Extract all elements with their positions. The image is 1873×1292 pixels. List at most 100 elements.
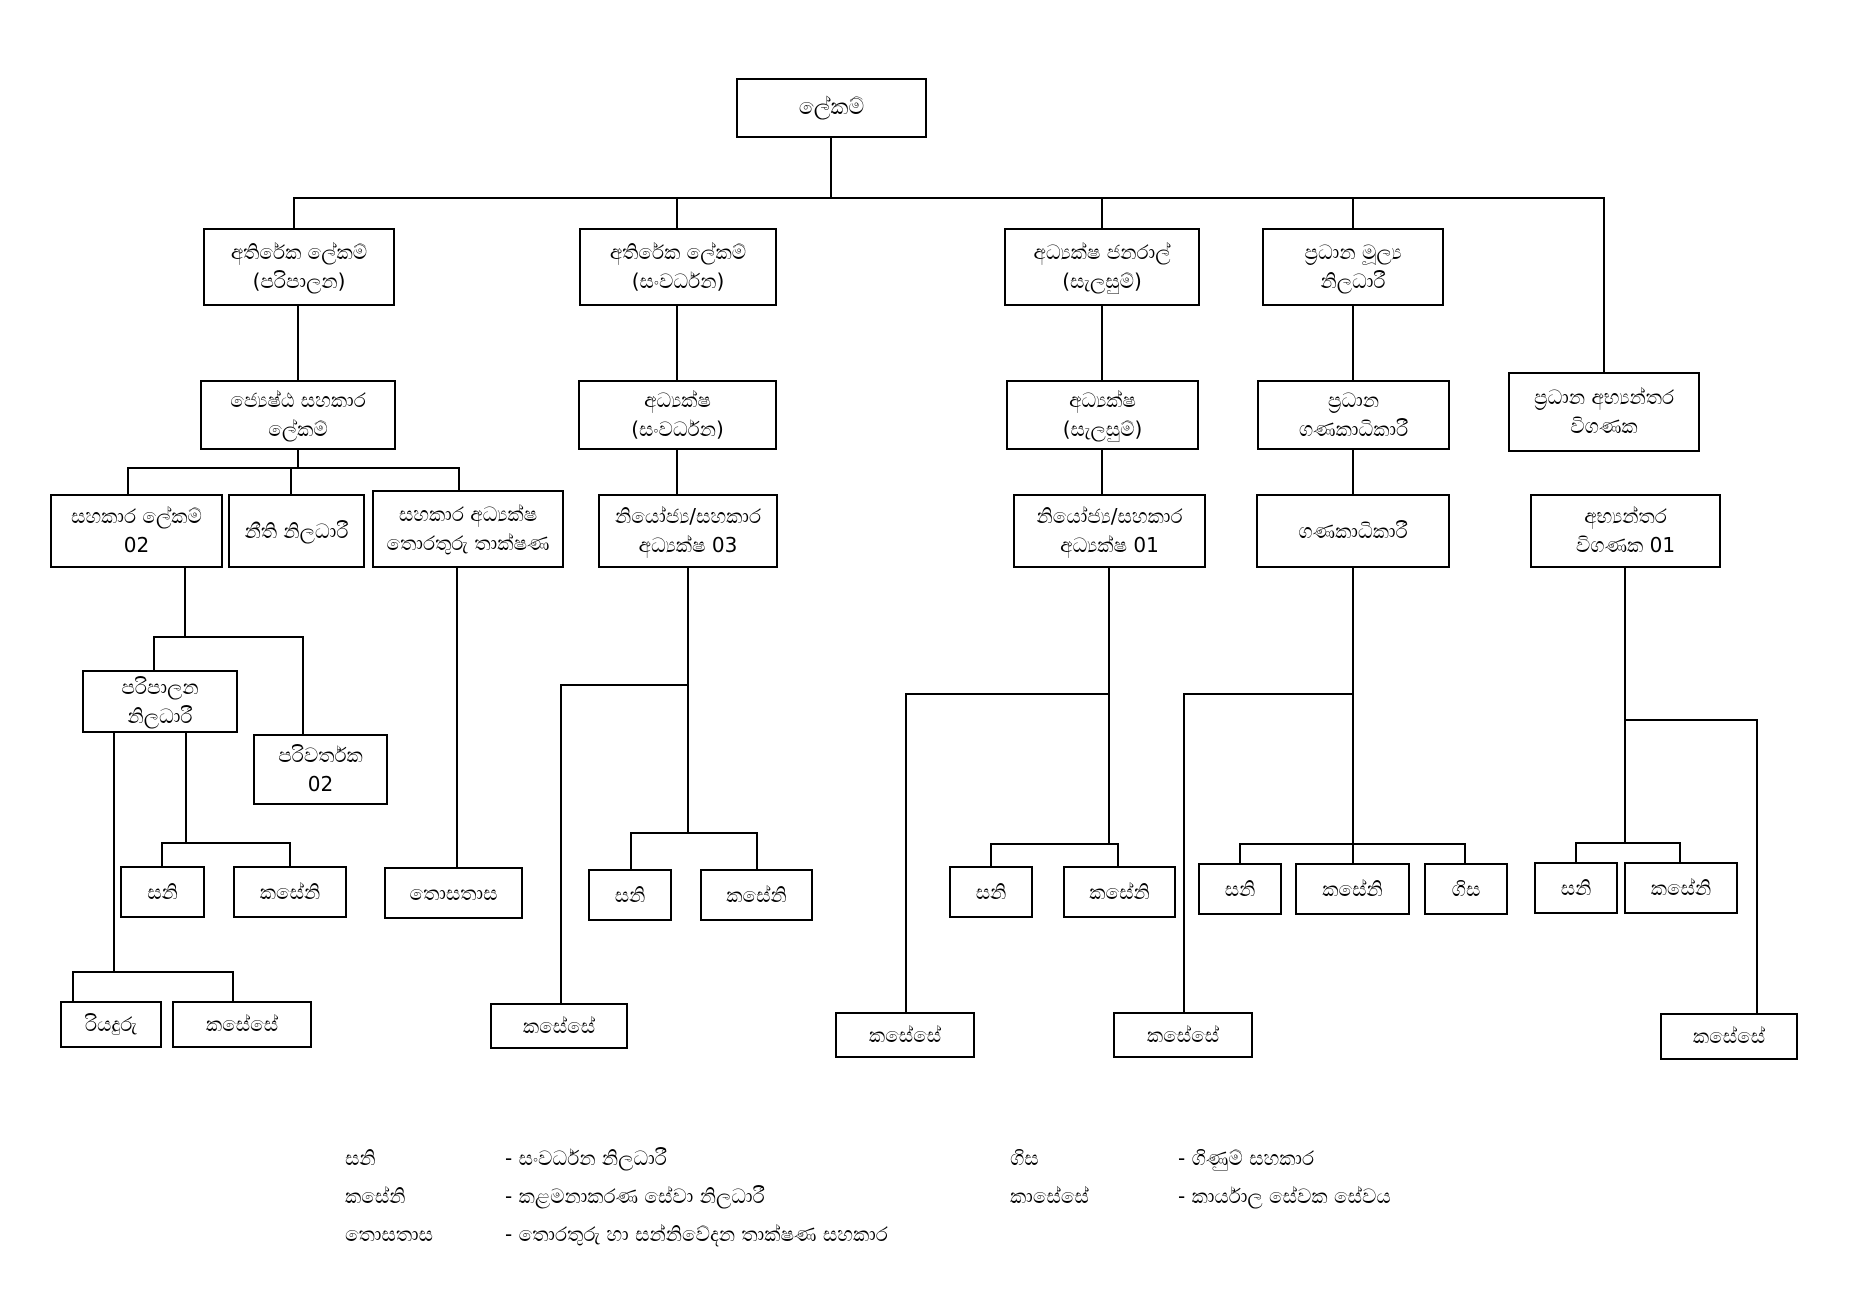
connector-line	[113, 733, 115, 971]
box-label: ගණකාධිකාරී	[1298, 417, 1409, 441]
box-label: නියෝජ්‍ය/සහකාර	[614, 504, 762, 528]
connector-line	[560, 684, 562, 1003]
connector-line	[990, 843, 992, 866]
node-kasese-admin: කසේසේ	[172, 1001, 312, 1048]
connector-line	[458, 467, 460, 490]
box-label: නිලධාරී	[127, 703, 193, 728]
connector-line	[1352, 306, 1354, 380]
connector-line	[153, 636, 155, 670]
box-label: තොසතාස	[409, 880, 498, 905]
connector-line	[1464, 843, 1466, 863]
box-label: විගණක 01	[1575, 533, 1676, 557]
box-label: ගිස	[1451, 876, 1481, 901]
connector-line	[1117, 843, 1119, 866]
connector-line	[161, 842, 291, 844]
connector-line	[1603, 197, 1605, 372]
box-label: ජ්‍යෙෂ්ඨ සහකාර	[230, 388, 366, 412]
connector-line	[1756, 719, 1758, 1013]
connector-line	[1352, 568, 1354, 843]
legend-definition: - කළමනාකරණ සේවා නිලධාරී	[505, 1184, 765, 1208]
box-label: කසේනි	[726, 882, 787, 907]
box-label: තොරතුරු තාක්ෂණ	[386, 531, 550, 555]
connector-line	[630, 832, 632, 869]
connector-line	[560, 684, 689, 686]
connector-line	[676, 197, 678, 228]
node-kasese-planning: කසේසේ	[835, 1012, 975, 1058]
node-kasese-accounts: කසේසේ	[1113, 1012, 1253, 1058]
box-label: සහකාර අධ්‍යක්ෂ	[398, 502, 538, 526]
box-label: කසේනි	[259, 879, 321, 904]
connector-line	[232, 971, 234, 1001]
legend-definition: - ගිණුම් සහකාර	[1178, 1146, 1315, 1170]
node-addl-secretary-admin: අතිරේක ලේකම් (පරිපාලන)	[203, 228, 395, 306]
connector-line	[1352, 450, 1354, 494]
connector-line	[1101, 197, 1103, 228]
node-gisa: ගිස	[1424, 863, 1508, 915]
box-label: අධ්‍යක්ෂ ජනරාල්	[1033, 240, 1171, 264]
legend-definition: - කාර්යාල සේවක සේවය	[1178, 1184, 1391, 1208]
box-label: අධ්‍යක්ෂ	[1069, 388, 1136, 412]
box-label: කසේසේ	[1146, 1022, 1220, 1047]
box-label: කසේනි	[1650, 875, 1712, 900]
legend-definition: - තොරතුරු හා සන්නිවේදන තාක්ෂණ සහකාර	[505, 1222, 888, 1246]
legend-term: සනි	[345, 1146, 376, 1170]
node-accountant: ගණකාධිකාරී	[1256, 494, 1450, 568]
box-label: නියෝජ්‍ය/සහකාර	[1036, 504, 1183, 528]
connector-line	[297, 306, 299, 380]
connector-line	[72, 971, 74, 1001]
connector-line	[293, 197, 295, 228]
box-label: අධ්‍යක්ෂ 03	[638, 533, 738, 557]
connector-line	[990, 843, 1119, 845]
node-chief-accountant: ප්‍රධාන ගණකාධිකාරී	[1257, 380, 1450, 450]
node-kaseni-planning: කසේනි	[1063, 866, 1176, 918]
connector-line	[1183, 693, 1354, 695]
box-label: (සංවර්ධන)	[631, 417, 724, 441]
connector-line	[1108, 568, 1110, 843]
box-label: අතිරේක ලේකම්	[230, 240, 368, 264]
connector-line	[1575, 842, 1681, 844]
node-director-planning: අධ්‍යක්ෂ(සැලසුම්)	[1006, 380, 1199, 450]
node-director-dev: අධ්‍යක්ෂ(සංවර්ධන)	[578, 380, 777, 450]
box-label: සනි	[147, 879, 178, 904]
node-kasese-dev: කසේසේ	[490, 1003, 628, 1049]
connector-line	[1239, 843, 1241, 863]
connector-line	[1352, 197, 1354, 228]
connector-line	[302, 636, 304, 734]
box-label: කසේසේ	[205, 1012, 279, 1036]
node-sani-dev: සනි	[588, 869, 672, 921]
connector-line	[72, 971, 234, 973]
legend-definition: - සංවර්ධන නිලධාරී	[505, 1146, 667, 1170]
box-label: 02	[307, 771, 334, 796]
connector-line	[289, 842, 291, 866]
node-addl-secretary-dev: අතිරේක ලේකම්(සංවර්ධන)	[579, 228, 777, 306]
box-label: නීති නිලධාරී	[244, 518, 349, 543]
node-thosathasa: තොසතාස	[384, 867, 523, 919]
connector-line	[905, 693, 1110, 695]
connector-line	[905, 693, 907, 1012]
box-label: අභ්‍යන්තර	[1584, 504, 1667, 528]
legend-term: තොසතාස	[345, 1222, 434, 1246]
node-kaseni-audit: කසේනි	[1624, 862, 1738, 914]
box-label: ලේකම්	[798, 95, 865, 121]
node-deputy-asst-director-03: නියෝජ්‍ය/සහකාර අධ්‍යක්ෂ 03	[598, 494, 778, 568]
box-label: කසේසේ	[522, 1013, 596, 1038]
box-label: ප්‍රධාන	[1327, 388, 1380, 412]
node-sani-admin: සනි	[120, 866, 205, 918]
box-label: (පරිපාලන)	[252, 269, 346, 293]
box-label: ලේකම්	[268, 417, 328, 441]
connector-line	[687, 568, 689, 832]
box-label: පරිපාලන	[121, 674, 199, 699]
node-sani-audit: සනි	[1534, 862, 1618, 914]
box-label: විගණක	[1570, 414, 1638, 438]
legend-term: ගිස	[1010, 1146, 1039, 1170]
connector-line	[830, 138, 832, 197]
node-asst-director-it: සහකාර අධ්‍යක්ෂ තොරතුරු තාක්ෂණ	[372, 490, 564, 568]
node-admin-officer: පරිපාලන නිලධාරී	[82, 670, 238, 733]
box-label: ප්‍රධාන මූල්‍ය	[1304, 240, 1402, 264]
node-driver: රියදුරු	[60, 1001, 162, 1048]
connector-line	[153, 636, 304, 638]
connector-line	[161, 842, 163, 866]
